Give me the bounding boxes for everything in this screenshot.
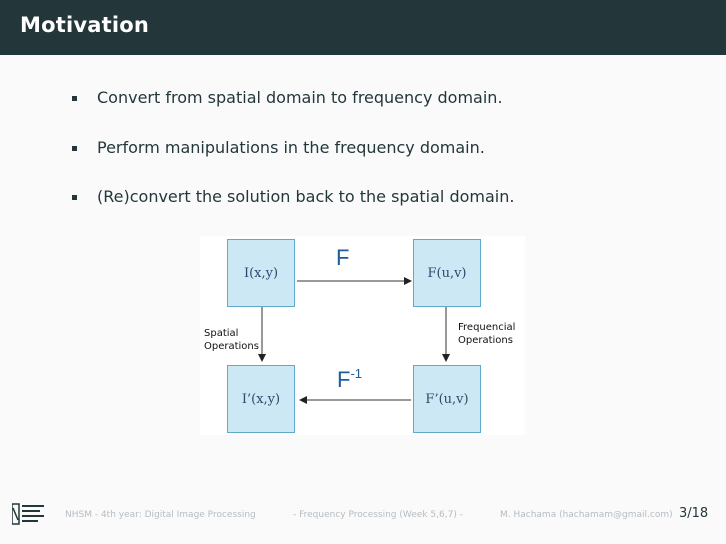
footer-author: M. Hachama (hachamam@gmail.com) [500,510,673,520]
box-frequency-image: F(u,v) [413,239,481,307]
diagram-arrows [258,277,450,404]
slide-title: Motivation [20,13,150,37]
fourier-diagram: I(x,y) F(u,v) I’(x,y) F’(u,v) F F-1 Spat… [200,236,525,435]
freq-ops-line1: Frequencial [458,322,516,333]
bullet-text: Convert from spatial domain to frequency… [97,88,503,107]
bullet-marker [72,195,77,200]
freq-ops-label: Frequencial Operations [458,321,515,347]
institution-logo-icon [12,503,44,525]
page-number: 3/18 [679,506,709,521]
bullet-text: (Re)convert the solution back to the spa… [97,187,515,206]
spatial-ops-line2: Operations [204,341,259,352]
slide-header: Motivation [0,0,726,55]
footer-course: NHSM - 4th year: Digital Image Processin… [65,510,256,520]
footer-topic: - Frequency Processing (Week 5,6,7) - [293,510,463,520]
forward-transform-label: F [336,245,350,270]
bullet-marker [72,96,77,101]
box-frequency-result: F’(u,v) [413,365,481,433]
slide-footer: NHSM - 4th year: Digital Image Processin… [0,500,726,530]
inverse-exponent: -1 [350,366,363,381]
bullet-text: Perform manipulations in the frequency d… [97,137,485,157]
spatial-ops-line1: Spatial [204,328,239,339]
spatial-ops-label: Spatial Operations [204,327,259,353]
box-spatial-result: I’(x,y) [227,365,295,433]
freq-ops-line2: Operations [458,335,513,346]
box-spatial-image: I(x,y) [227,239,295,307]
bullet-marker [72,145,77,151]
inverse-transform-symbol: F [337,367,351,392]
inverse-transform-label: F-1 [337,366,362,393]
